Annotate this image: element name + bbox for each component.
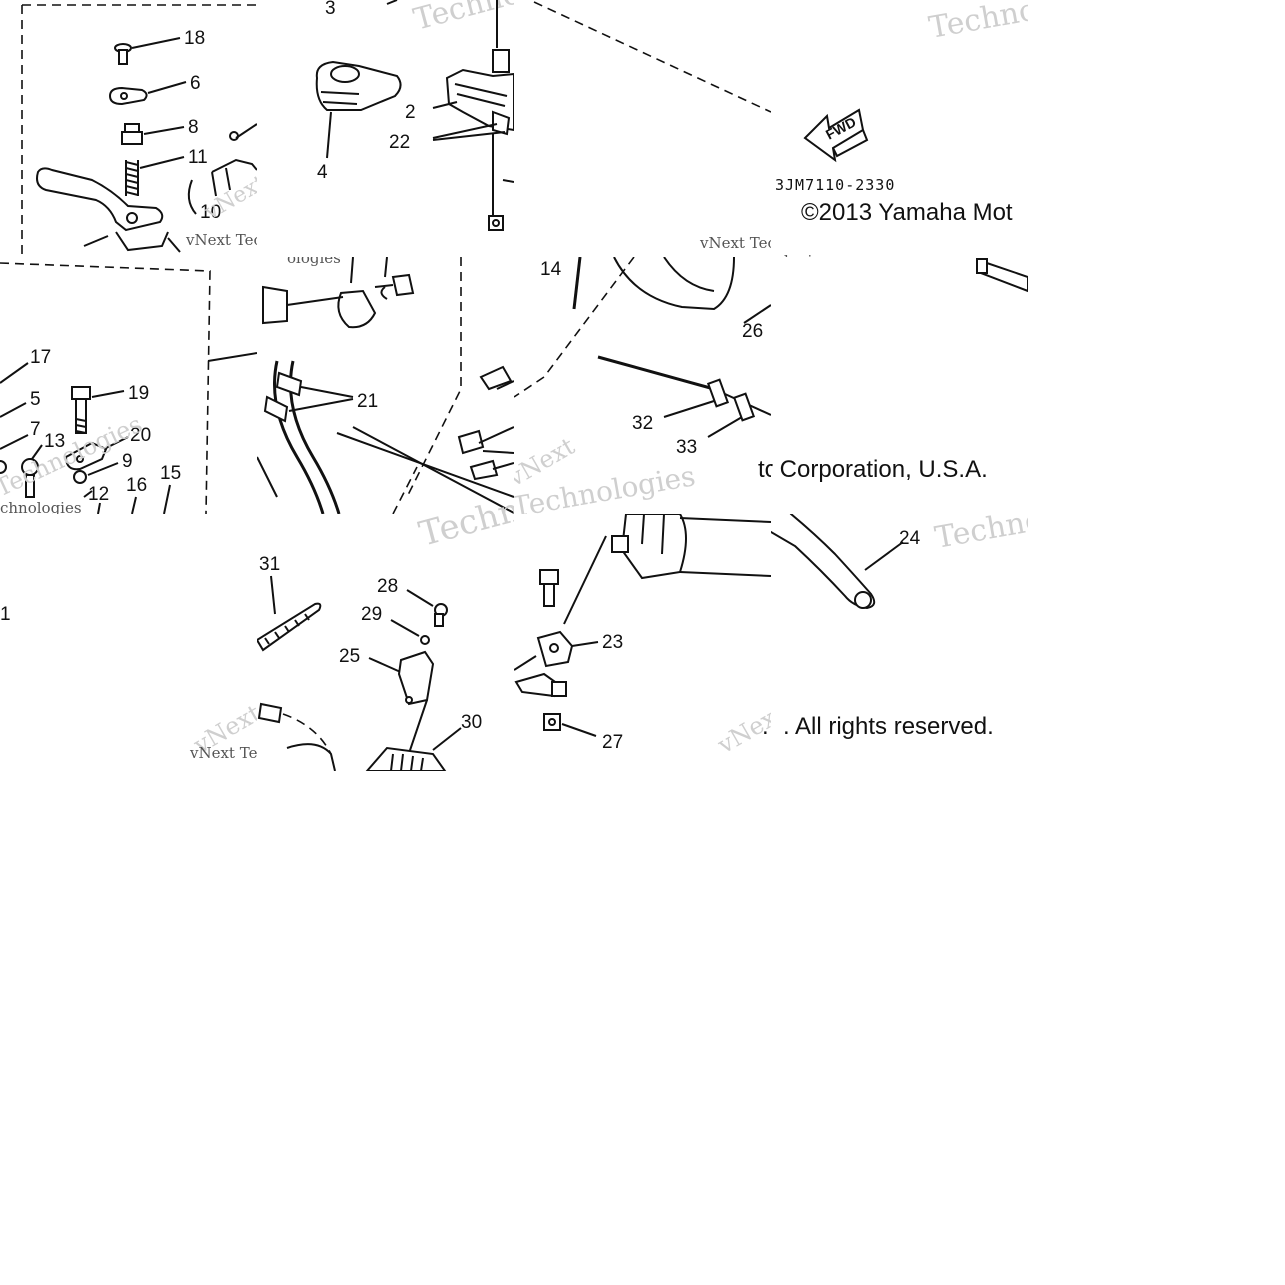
callout-8: 8 — [188, 117, 199, 138]
watermark-text: Techno — [415, 485, 514, 514]
brake-bracket-part — [514, 630, 574, 698]
watermark-text: vNext Tec — [185, 231, 257, 249]
copyright-text: tor Corporation, U.S.A. — [758, 456, 771, 483]
fwd-arrow-icon: FWD — [803, 108, 869, 163]
watermark-text: chnologies — [0, 499, 82, 514]
callout-23: 23 — [602, 632, 623, 653]
grip-end-part — [976, 258, 1028, 293]
callout-1: 1 — [0, 604, 11, 625]
copyright-text: . All rights reserved. — [762, 713, 771, 740]
diagram-tile-r3c4: 24 Techno . All rights reserved. — [771, 514, 1028, 771]
master-cylinder-part — [315, 60, 402, 111]
handlebar-switch-part — [611, 514, 771, 580]
callout-18: 18 — [184, 28, 205, 49]
watermark-text: ologies — [775, 252, 829, 257]
diagram-tile-r3c3: 23 27 . All rights reserved. vNext — [514, 514, 771, 771]
screw-part — [434, 603, 448, 627]
callout-20: 20 — [130, 425, 151, 446]
callout-9: 9 — [122, 451, 133, 472]
callout-30: 30 — [461, 712, 482, 733]
watermark-text: ologies — [287, 257, 341, 267]
bolt-part — [21, 458, 39, 498]
callout-12: 12 — [88, 484, 109, 505]
diagram-tile-r1c2: Techno 3 4 2 22 — [257, 0, 514, 257]
clutch-lever-part — [36, 167, 169, 252]
callout-17: 17 — [30, 347, 51, 368]
nut-part — [543, 713, 561, 731]
grip-part — [365, 746, 447, 771]
callout-22: 22 — [389, 132, 410, 153]
spring-part — [125, 160, 139, 196]
plate-part — [108, 86, 148, 106]
diagram-tile-r2c4: tor Corporation, U.S.A. — [771, 257, 1028, 514]
callout-33: 33 — [676, 437, 697, 458]
watermark-text: vNext Tec — [699, 234, 771, 252]
diagram-tile-r2c2: ologies 21 — [257, 257, 514, 514]
callout-26: 26 — [742, 321, 763, 342]
bushing-part — [121, 123, 143, 145]
callout-27: 27 — [602, 732, 623, 753]
diagram-tile-r2c1: 17 5 7 19 20 9 13 — [0, 257, 257, 514]
switch-assembly-part — [445, 49, 514, 136]
copyright-text: . All rights reserved. — [783, 713, 994, 740]
watermark-text: Techno — [926, 0, 1028, 46]
diagram-tile-r2c3: 14 26 32 33 tor Corporation, U.S.A. vNex… — [514, 257, 771, 514]
diagram-tile-r1c4: Techno FWD 3JM7110-2330 ©2013 Yamaha Mot… — [771, 0, 1028, 257]
screw-part — [374, 273, 415, 297]
diagram-tile-r1c3: vNext Tec — [514, 0, 771, 257]
diagram-tile-r3c1: 1 vNext vNext Tec — [0, 514, 257, 771]
nut-part — [73, 470, 87, 484]
bracket-part — [187, 123, 257, 215]
callout-14: 14 — [540, 259, 562, 280]
brake-lever-part — [771, 514, 876, 610]
callout-21: 21 — [357, 391, 378, 412]
callout-29: 29 — [361, 604, 382, 625]
watermark-text: Techno — [932, 514, 1028, 556]
copyright-text: ©2013 Yamaha Mot — [801, 199, 1013, 226]
diagram-tile-r3c2: Techno 31 28 29 25 30 — [257, 514, 514, 771]
throttle-cable-part — [597, 355, 771, 422]
callout-5: 5 — [30, 389, 41, 410]
bracket-part — [64, 441, 108, 471]
switch-cover-part — [397, 650, 435, 706]
callout-32: 32 — [632, 413, 653, 434]
callout-24: 24 — [899, 528, 921, 549]
callout-10: 10 — [200, 202, 221, 223]
callout-15: 15 — [160, 463, 181, 484]
callout-16: 16 — [126, 475, 147, 496]
watermark-text: Techno — [415, 514, 514, 555]
hose-end-part — [257, 702, 332, 755]
callout-6: 6 — [190, 73, 201, 94]
watermark-text: vNext Tec — [189, 744, 257, 762]
cable-tie-part — [257, 602, 322, 652]
callout-4: 4 — [317, 162, 328, 183]
callout-11: 11 — [188, 147, 208, 168]
callout-2: 2 — [405, 102, 416, 123]
diagram-code: 3JM7110-2330 — [775, 176, 895, 194]
diagram-tile-r1c1: 18 6 8 11 — [0, 0, 257, 257]
brake-hose-part — [257, 360, 341, 514]
callout-25: 25 — [339, 646, 360, 667]
callout-3: 3 — [325, 0, 336, 19]
callout-7: 7 — [30, 419, 41, 440]
watermark-text: Techno — [410, 0, 514, 38]
watermark-text: vNext — [712, 699, 771, 760]
connector-part — [457, 365, 514, 481]
screw-part — [114, 43, 132, 65]
nut-part — [488, 215, 504, 231]
copyright-text: tor Corporation, U.S.A. — [771, 456, 988, 483]
callout-13: 13 — [44, 431, 65, 452]
clamp-part — [262, 257, 388, 329]
bolt-part — [539, 569, 559, 607]
callout-19: 19 — [128, 383, 149, 404]
bolt-part — [71, 386, 91, 434]
callout-31: 31 — [259, 554, 280, 575]
callout-28: 28 — [377, 576, 398, 597]
